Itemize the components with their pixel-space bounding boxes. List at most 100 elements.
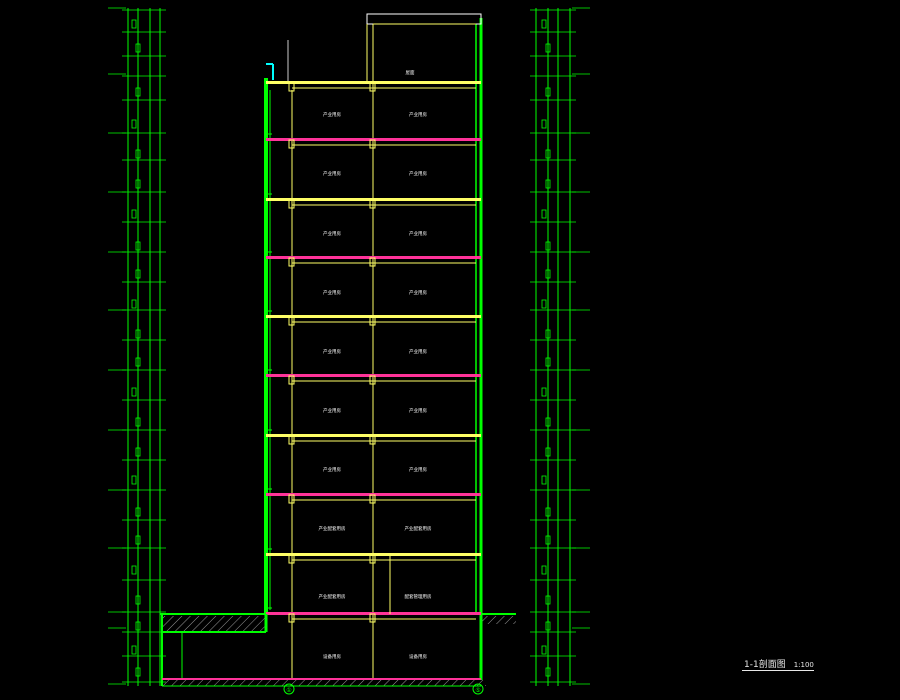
room-label-left-0: 产业用房 — [323, 111, 341, 118]
left-dim-chain-block-20 — [135, 621, 141, 631]
right-dim-chain-block-22 — [545, 667, 551, 677]
right-dim-chain-block-8 — [545, 269, 551, 279]
soil-hatch-bottom — [162, 680, 486, 686]
column-cap-left-8 — [288, 554, 295, 564]
column-cap-mid-5 — [369, 375, 376, 385]
left-dim-chain-block-4 — [135, 149, 141, 159]
column-cap-left-9 — [288, 613, 295, 623]
room-label-right-3: 产业用房 — [409, 289, 427, 296]
room-label-left-6: 产业用房 — [323, 466, 341, 473]
column-cap-mid-4 — [369, 316, 376, 326]
axis-bubble-right — [472, 683, 484, 695]
column-cap-left-0 — [288, 82, 295, 92]
column-cap-left-1 — [288, 139, 295, 149]
drawing-scale: 1:100 — [793, 661, 814, 669]
right-dim-chain-block-18 — [541, 565, 547, 575]
axis-bubble-right-text: ⑤ — [475, 687, 480, 694]
room-label-left-8: 产业配套用房 — [319, 593, 346, 600]
column-cap-mid-0 — [369, 82, 376, 92]
room-label-right-5: 产业用房 — [409, 407, 427, 414]
left-dim-chain-block-8 — [135, 269, 141, 279]
room-label-right-1: 产业用房 — [409, 170, 427, 177]
right-dim-chain-block-21 — [541, 645, 547, 655]
drawing-title: 1-1剖面图 1:100 — [744, 657, 814, 670]
room-label-right-2: 产业用房 — [409, 230, 427, 237]
room-label-right-6: 产业用房 — [409, 466, 427, 473]
roof-tank-outline — [366, 13, 482, 25]
column-cap-left-4 — [288, 316, 295, 326]
column-cap-mid-6 — [369, 435, 376, 445]
left-dim-chain-block-5 — [135, 179, 141, 189]
right-dim-chain-block-11 — [545, 357, 551, 367]
room-label-right-9: 设备用房 — [409, 653, 427, 660]
right-dim-chain-block-6 — [541, 209, 547, 219]
column-cap-mid-1 — [369, 139, 376, 149]
left-dim-chain-block-16 — [135, 507, 141, 517]
left-dim-chain-block-9 — [131, 299, 137, 309]
right-dim-chain-block-9 — [541, 299, 547, 309]
right-dim-chain-block-19 — [545, 595, 551, 605]
left-dim-chain-block-11 — [135, 357, 141, 367]
soil-hatch-right — [482, 616, 516, 624]
room-label-left-3: 产业用房 — [323, 289, 341, 296]
right-dim-chain-block-2 — [545, 87, 551, 97]
right-dim-chain-block-12 — [541, 387, 547, 397]
left-dim-chain-block-13 — [135, 417, 141, 427]
right-dim-chain-block-17 — [545, 535, 551, 545]
right-dim-chain-block-20 — [545, 621, 551, 631]
room-label-left-4: 产业用房 — [323, 348, 341, 355]
room-label-right-4: 产业用房 — [409, 348, 427, 355]
room-label-left-2: 产业用房 — [323, 230, 341, 237]
right-dim-chain-block-13 — [545, 417, 551, 427]
room-label-left-1: 产业用房 — [323, 170, 341, 177]
right-dim-chain-block-16 — [545, 507, 551, 517]
left-dim-chain-block-18 — [131, 565, 137, 575]
left-dim-chain-block-22 — [135, 667, 141, 677]
left-dim-chain-block-14 — [135, 447, 141, 457]
soil-hatch-left — [162, 616, 266, 632]
room-label-left-9: 设备用房 — [323, 653, 341, 660]
left-dim-chain-block-1 — [135, 43, 141, 53]
left-dim-chain-block-0 — [131, 19, 137, 29]
right-dim-chain-block-0 — [541, 19, 547, 29]
left-dim-chain-block-17 — [135, 535, 141, 545]
column-cap-left-7 — [288, 494, 295, 504]
left-dim-chain-block-6 — [131, 209, 137, 219]
left-dim-chain-block-21 — [131, 645, 137, 655]
right-dim-chain-block-3 — [541, 119, 547, 129]
right-dim-chain-block-7 — [545, 241, 551, 251]
left-dim-chain-block-3 — [131, 119, 137, 129]
left-dim-chain-block-19 — [135, 595, 141, 605]
room-label-left-5: 产业用房 — [323, 407, 341, 414]
room-label-right-7: 产业配套用房 — [405, 525, 432, 532]
right-dim-chain-block-10 — [545, 329, 551, 339]
left-dim-chain-block-10 — [135, 329, 141, 339]
column-cap-mid-3 — [369, 257, 376, 267]
right-dim-chain-block-5 — [545, 179, 551, 189]
column-cap-left-2 — [288, 199, 295, 209]
right-dim-chain-block-4 — [545, 149, 551, 159]
column-cap-mid-2 — [369, 199, 376, 209]
left-dim-chain-block-15 — [131, 475, 137, 485]
left-dim-chain-block-2 — [135, 87, 141, 97]
axis-bubble-left — [283, 683, 295, 695]
left-dim-chain-block-7 — [135, 241, 141, 251]
column-cap-left-3 — [288, 257, 295, 267]
column-cap-mid-7 — [369, 494, 376, 504]
right-dim-chain-block-14 — [545, 447, 551, 457]
left-dim-chain-block-12 — [131, 387, 137, 397]
column-cap-mid-8 — [369, 554, 376, 564]
room-label-right-0: 产业用房 — [409, 111, 427, 118]
column-cap-left-6 — [288, 435, 295, 445]
column-cap-left-5 — [288, 375, 295, 385]
drawing-title-text: 1-1剖面图 — [744, 660, 786, 670]
room-label-right-8: 配套管理用房 — [405, 593, 432, 600]
right-dim-chain-block-1 — [545, 43, 551, 53]
axis-bubble-left-text: ① — [286, 687, 291, 694]
room-label-left-7: 产业配套用房 — [319, 525, 346, 532]
right-dim-chain-block-15 — [541, 475, 547, 485]
title-underline — [742, 670, 814, 671]
roof-label: 屋面 — [406, 70, 415, 76]
column-cap-mid-9 — [369, 613, 376, 623]
